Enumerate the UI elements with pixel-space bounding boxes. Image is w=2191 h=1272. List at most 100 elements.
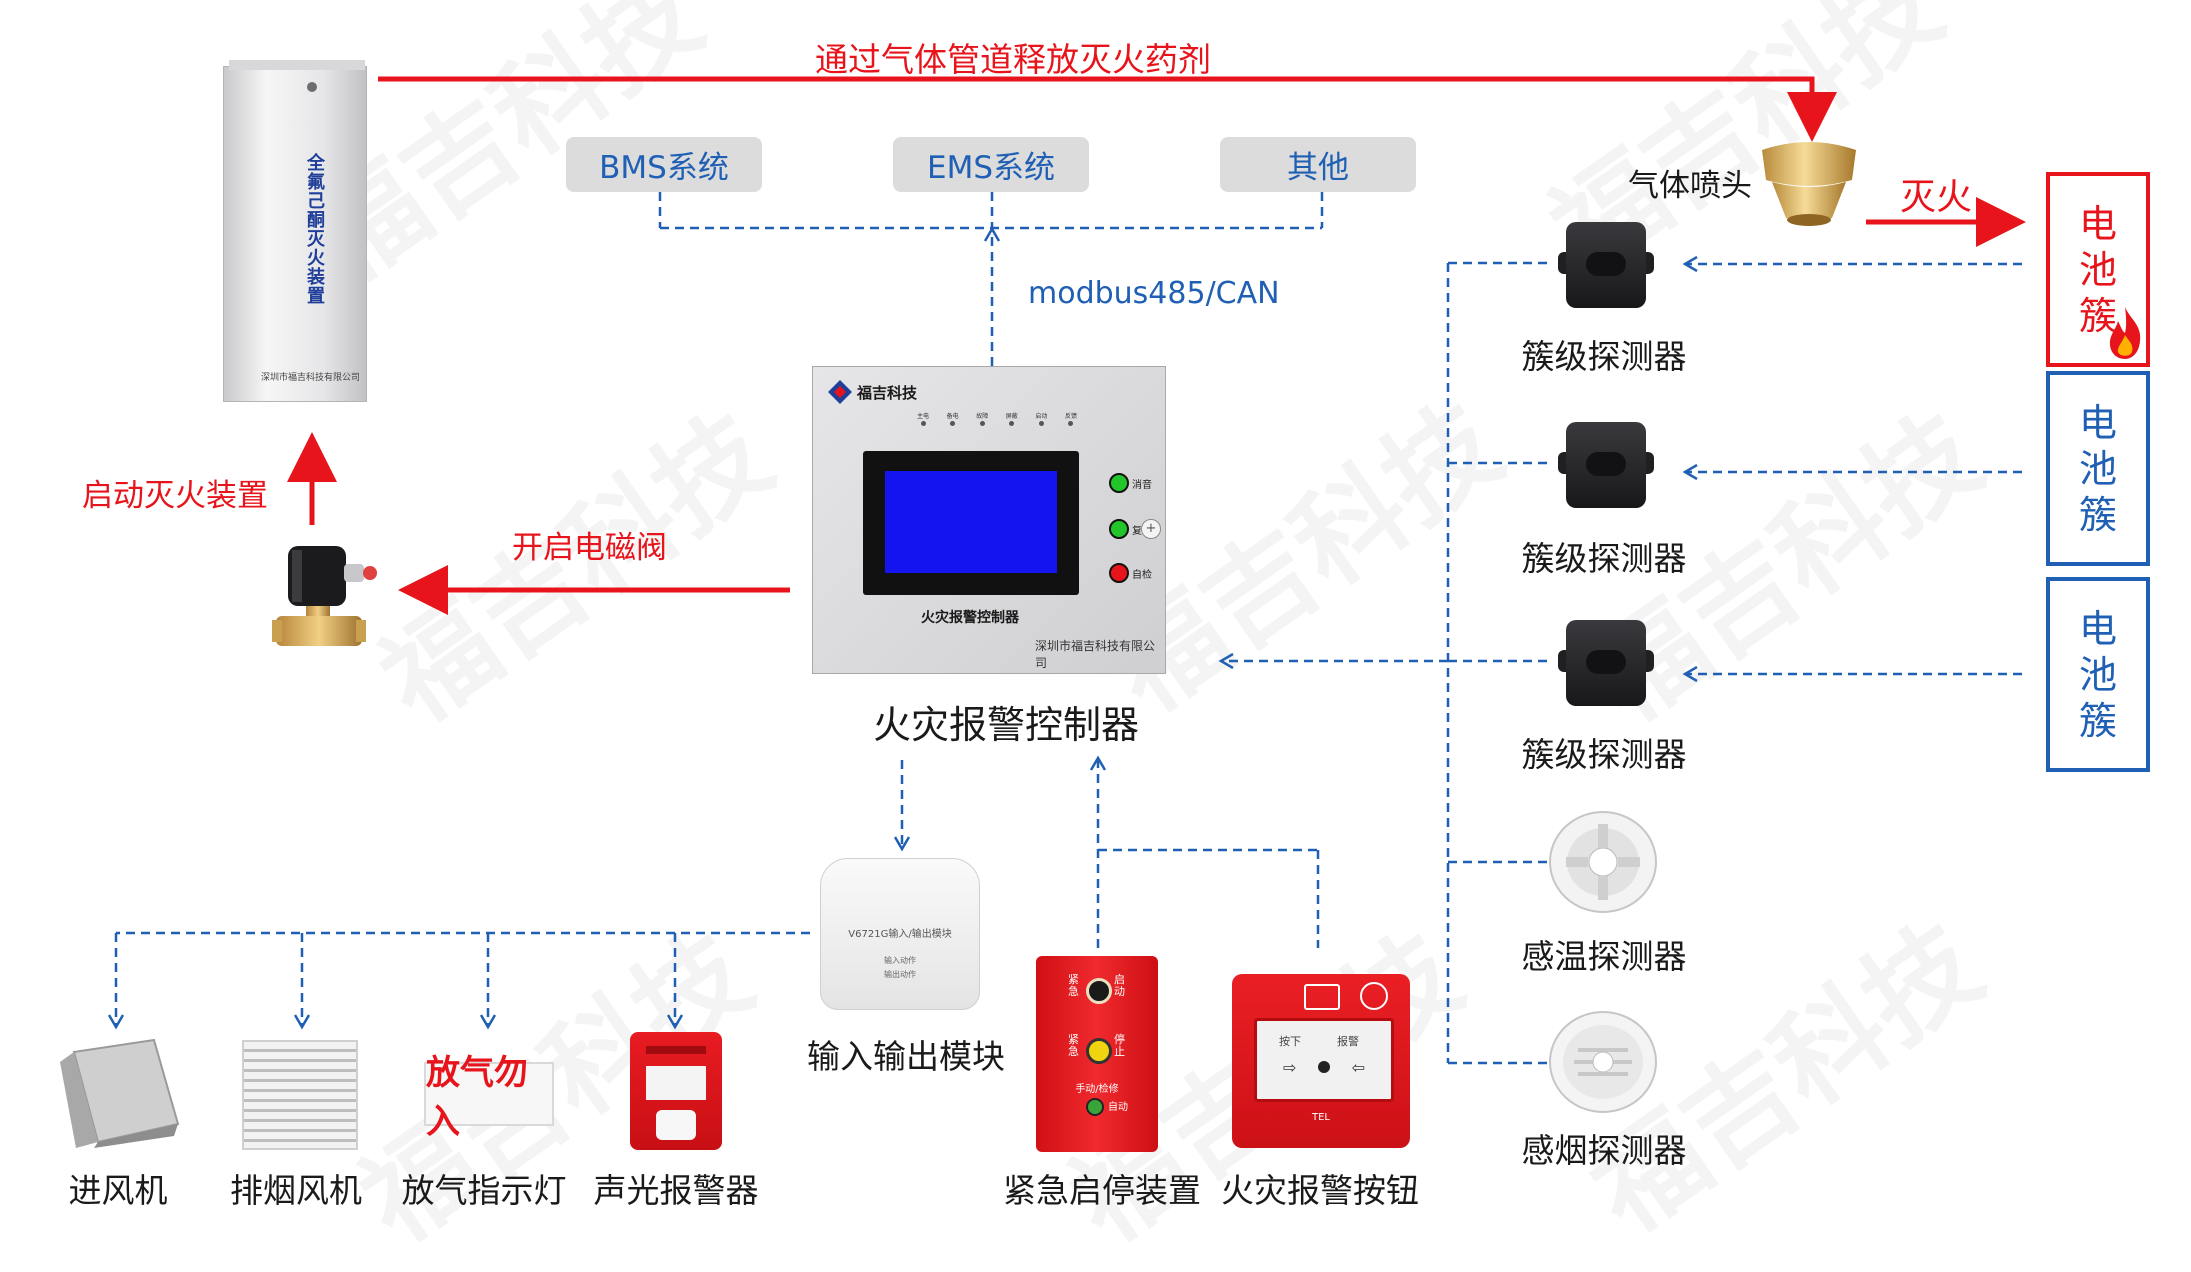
emergency-start-button[interactable] xyxy=(1086,978,1112,1004)
self-test-button[interactable]: 自检 xyxy=(1109,563,1152,583)
cabinet-vertical-title: 全 氟 己 酮 灭 火 装 置 xyxy=(303,154,329,306)
mode-switch[interactable] xyxy=(1086,1098,1104,1116)
gas-nozzle-label: 气体喷头 xyxy=(1628,168,1752,204)
battery-pack-char: 池 xyxy=(2078,247,2117,292)
bms-system-box: BMS系统 xyxy=(566,137,762,192)
button-label: 消音 xyxy=(1132,479,1152,491)
cabinet-body xyxy=(223,66,367,402)
emergency-start-stop-label: 紧急启停装置 xyxy=(1003,1171,1201,1210)
lcd-frame xyxy=(863,451,1079,595)
cabinet-top xyxy=(229,60,365,70)
extinguishing-cabinet: 全 氟 己 酮 灭 火 装 置 深圳市福吉科技有限公司 xyxy=(223,60,367,402)
cluster-detector xyxy=(1558,222,1654,308)
press-arrows-icon: ⇨⇦ xyxy=(1283,1057,1365,1077)
cabinet-title-char: 灭 xyxy=(307,229,325,250)
battery-pack-char: 簇 xyxy=(2078,698,2117,743)
battery-pack-char: 簇 xyxy=(2078,293,2117,338)
cabinet-title-char: 置 xyxy=(307,286,325,307)
panel-title: 火灾报警控制器 xyxy=(921,610,1019,626)
emergency-stop-button[interactable] xyxy=(1086,1038,1112,1064)
cluster-detector xyxy=(1558,620,1654,706)
status-led: 故障 xyxy=(976,411,988,426)
battery-pack: 电 池 簇 xyxy=(2046,577,2150,772)
status-led: 备电 xyxy=(947,411,959,426)
silence-button[interactable]: 消音 xyxy=(1109,473,1152,493)
brand-logo-icon xyxy=(828,380,852,404)
battery-pack-char: 电 xyxy=(2078,606,2117,651)
release-agent-label: 通过气体管道释放灭火药剂 xyxy=(815,40,1211,79)
cabinet-lock-icon xyxy=(307,82,317,92)
auto-label: 自动 xyxy=(1108,1102,1128,1113)
red-flow-lines xyxy=(287,76,2026,615)
open-valve-label: 开启电磁阀 xyxy=(512,530,667,566)
solenoid-valve-icon xyxy=(272,546,377,646)
ccc-mark-icon xyxy=(1360,982,1388,1010)
battery-pack-fire: 电 池 簇 xyxy=(2046,172,2150,367)
emergency-start-stop-device: 紧急 启动 紧急 停止 手动/检修 自动 xyxy=(1036,956,1158,1152)
cabinet-title-char: 氟 xyxy=(307,172,325,193)
battery-pack-char: 池 xyxy=(2078,446,2117,491)
emergency-label: 紧急 xyxy=(1068,973,1079,998)
cabinet-company: 深圳市福吉科技有限公司 xyxy=(261,373,361,383)
cabinet-title-char: 己 xyxy=(307,191,325,212)
start-device-label: 启动灭火装置 xyxy=(82,478,268,514)
green-indicator-icon xyxy=(1109,519,1129,539)
cabinet-title-char: 火 xyxy=(307,248,325,269)
brand-name: 福吉科技 xyxy=(857,384,918,402)
io-module-label: 输入输出模块 xyxy=(807,1037,1005,1076)
extinguish-label: 灭火 xyxy=(1900,177,1973,218)
exhaust-fan-label: 排烟风机 xyxy=(230,1171,362,1210)
battery-pack-char: 电 xyxy=(2078,400,2117,445)
manual-alarm-label: 火灾报警按钮 xyxy=(1221,1171,1419,1210)
status-led: 主电 xyxy=(917,411,929,426)
io-module: V6721G输入/输出模块 输入动作 输出动作 xyxy=(820,858,980,1010)
smoke-detector-label: 感烟探测器 xyxy=(1521,1131,1687,1170)
cluster-detector xyxy=(1558,422,1654,508)
intake-fan-label: 进风机 xyxy=(68,1171,168,1210)
intake-fan-icon xyxy=(60,1038,180,1148)
battery-pack-char: 池 xyxy=(2078,652,2117,697)
smoke-detector-icon xyxy=(1549,1011,1657,1113)
controller-caption: 火灾报警控制器 xyxy=(872,703,1140,747)
mode-label: 手动/检修 xyxy=(1075,1084,1119,1095)
panel-company: 深圳市福吉科技有限公司 xyxy=(1035,639,1156,670)
heat-detector-icon xyxy=(1549,811,1657,913)
connector-lines xyxy=(0,76,2026,1065)
other-system-box: 其他 xyxy=(1220,137,1416,192)
lcd-screen[interactable] xyxy=(885,471,1057,573)
io-module-sub-text: 输入动作 xyxy=(884,956,916,965)
indicator-sign-text: 放气勿入 xyxy=(426,1053,528,1142)
fire-alarm-controller: 福吉科技 主电 备电 故障 屏蔽 启动 反馈 消音 复位 + 自检 火灾报警控制… xyxy=(812,366,1166,674)
cabinet-title-char: 装 xyxy=(307,267,325,288)
protocol-label: modbus485/CAN xyxy=(1028,276,1280,311)
cluster-detector-label: 簇级探测器 xyxy=(1521,735,1687,774)
cabinet-title-char: 酮 xyxy=(307,210,325,231)
status-led-row: 主电 备电 故障 屏蔽 启动 反馈 xyxy=(917,411,1077,426)
cluster-detector-label: 簇级探测器 xyxy=(1521,337,1687,376)
key-lock-icon[interactable]: + xyxy=(1141,519,1161,539)
fire-man-icon xyxy=(1304,984,1340,1010)
red-indicator-icon xyxy=(1109,563,1129,583)
release-indicator-lamp: 放气勿入 xyxy=(424,1053,554,1142)
green-indicator-icon xyxy=(1109,473,1129,493)
manual-alarm-button: 按下 报警 ⇨⇦ TEL xyxy=(1232,974,1410,1148)
io-module-text: V6721G输入/输出模块 xyxy=(848,929,952,940)
status-led: 启动 xyxy=(1035,411,1047,426)
battery-pack: 电 池 簇 xyxy=(2046,371,2150,566)
exhaust-fan-icon xyxy=(242,1040,358,1150)
emergency-label: 停止 xyxy=(1114,1033,1125,1058)
tel-label: TEL xyxy=(1312,1112,1330,1123)
emergency-label: 紧急 xyxy=(1068,1033,1079,1058)
sound-light-alarm-icon xyxy=(630,1032,722,1150)
status-led: 反馈 xyxy=(1065,411,1077,426)
button-label: 自检 xyxy=(1132,569,1152,581)
io-module-sub-text: 输出动作 xyxy=(884,970,916,979)
battery-pack-char: 电 xyxy=(2078,201,2117,246)
ems-system-box: EMS系统 xyxy=(893,137,1089,192)
flame-icon xyxy=(2109,307,2141,359)
cluster-detector-label: 簇级探测器 xyxy=(1521,539,1687,578)
press-label: 按下 xyxy=(1279,1035,1301,1048)
alarm-glass-panel[interactable]: 按下 报警 ⇨⇦ xyxy=(1254,1018,1394,1102)
press-label: 报警 xyxy=(1337,1035,1359,1048)
emergency-label: 启动 xyxy=(1114,973,1125,998)
